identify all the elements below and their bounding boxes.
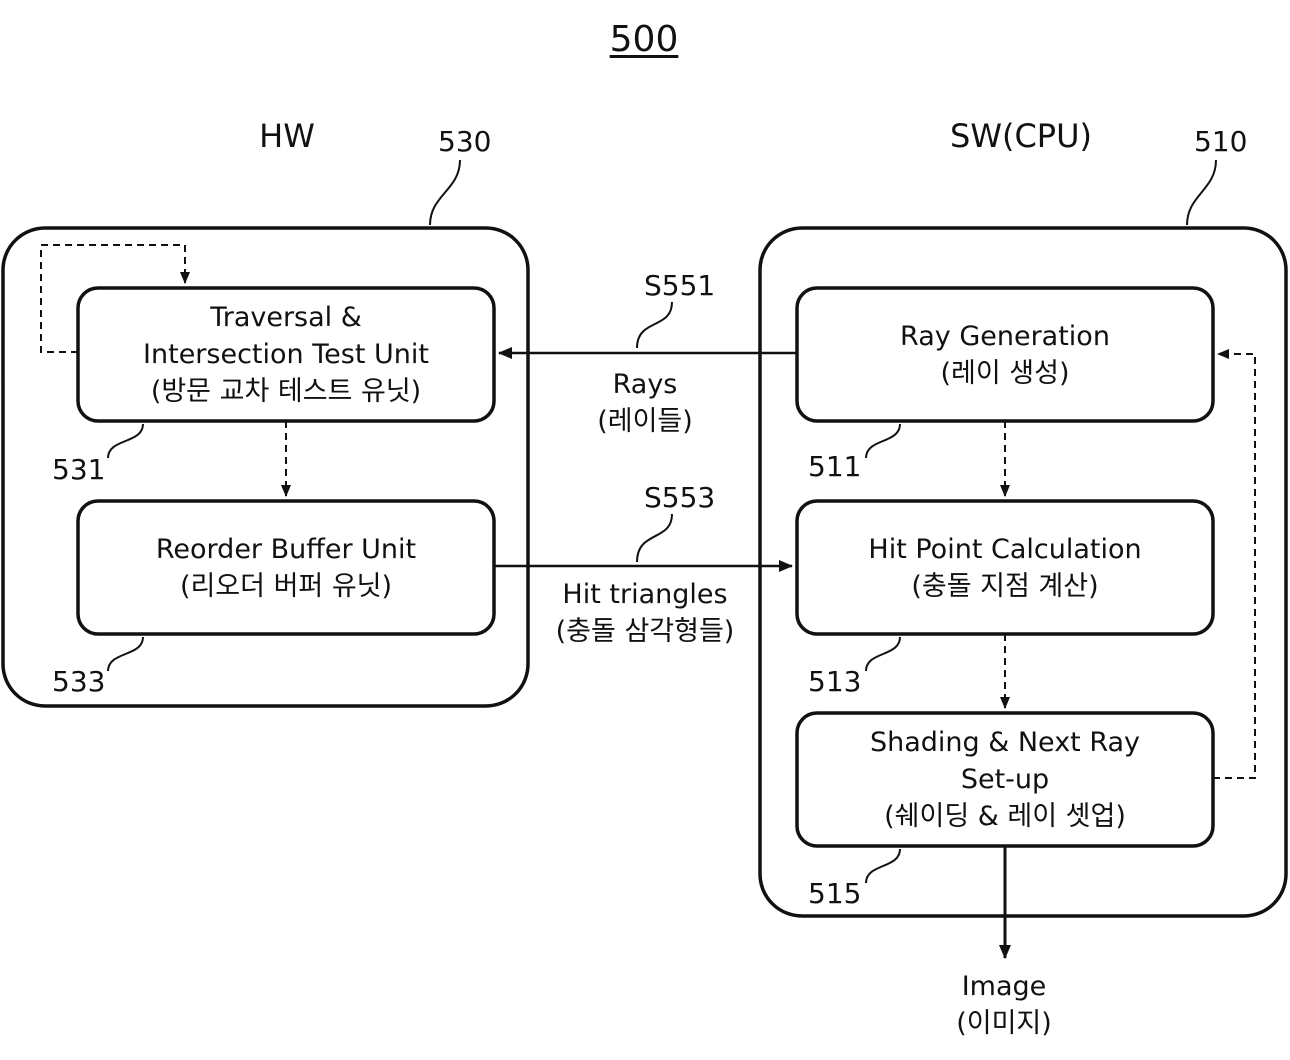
hw-group-border xyxy=(1,226,530,708)
step-s553: S553 xyxy=(644,481,716,514)
unit-513-line-2: (충돌 지점 계산) xyxy=(911,570,1099,602)
ref-515: 515 xyxy=(808,877,862,910)
ray-generation-unit: Ray Generation (레이 생성) xyxy=(797,288,1213,421)
hits-label: Hit triangles xyxy=(562,579,728,610)
unit-511-line-2: (레이 생성) xyxy=(940,357,1070,389)
unit-531-line-1: Traversal & xyxy=(210,302,362,333)
unit-533-line-1: Reorder Buffer Unit xyxy=(155,533,417,565)
unit-515-line-3: (쉐이딩 & 레이 셋업) xyxy=(884,801,1126,832)
ref-533: 533 xyxy=(52,665,106,698)
hw-title: HW xyxy=(259,117,315,155)
image-output-label-ko: (이미지) xyxy=(956,1008,1052,1039)
traversal-loop-arrow xyxy=(40,244,190,353)
leader-531 xyxy=(107,423,144,459)
figure-number: 500 xyxy=(609,19,679,60)
rays-label-ko: (레이들) xyxy=(597,406,693,437)
unit-515-line-1: Shading & Next Ray xyxy=(869,727,1141,758)
shading-next-ray-setup-unit: Shading & Next Ray Set-up (쉐이딩 & 레이 셋업) xyxy=(797,713,1213,846)
ref-511: 511 xyxy=(808,450,862,483)
leader-510 xyxy=(1186,159,1217,226)
unit-531-line-3: (방문 교차 테스트 유닛) xyxy=(150,376,422,407)
ref-513: 513 xyxy=(808,665,862,698)
unit-515-line-2: Set-up xyxy=(960,764,1050,795)
ref-510: 510 xyxy=(1194,125,1248,158)
leader-513 xyxy=(865,636,901,672)
ref-530: 530 xyxy=(438,125,492,158)
leader-530 xyxy=(429,159,461,226)
unit-531-line-2: Intersection Test Unit xyxy=(143,339,429,370)
sw-group-border xyxy=(758,226,1288,918)
hit-point-calculation-unit: Hit Point Calculation (충돌 지점 계산) xyxy=(797,501,1213,634)
hits-label-ko: (충돌 삼각형들) xyxy=(555,616,735,647)
image-output-label: Image xyxy=(961,971,1047,1002)
leader-515 xyxy=(865,848,901,884)
reorder-buffer-unit: Reorder Buffer Unit (리오더 버퍼 유닛) xyxy=(78,501,494,634)
sw-title: SW(CPU) xyxy=(950,117,1092,155)
leader-533 xyxy=(107,636,144,672)
leader-511 xyxy=(865,423,901,459)
next-ray-loop-arrow xyxy=(1213,349,1256,779)
box-533-border xyxy=(76,499,496,636)
leader-s551 xyxy=(636,301,673,349)
step-s551: S551 xyxy=(644,269,716,302)
ref-531: 531 xyxy=(52,453,106,486)
leader-s553 xyxy=(636,513,673,563)
rays-label: Rays xyxy=(612,369,678,400)
unit-513-line-1: Hit Point Calculation xyxy=(868,533,1142,565)
unit-533-line-2: (리오더 버퍼 유닛) xyxy=(179,570,393,602)
unit-511-line-1: Ray Generation xyxy=(900,320,1110,352)
traversal-intersection-test-unit: Traversal & Intersection Test Unit (방문 교… xyxy=(78,288,494,421)
